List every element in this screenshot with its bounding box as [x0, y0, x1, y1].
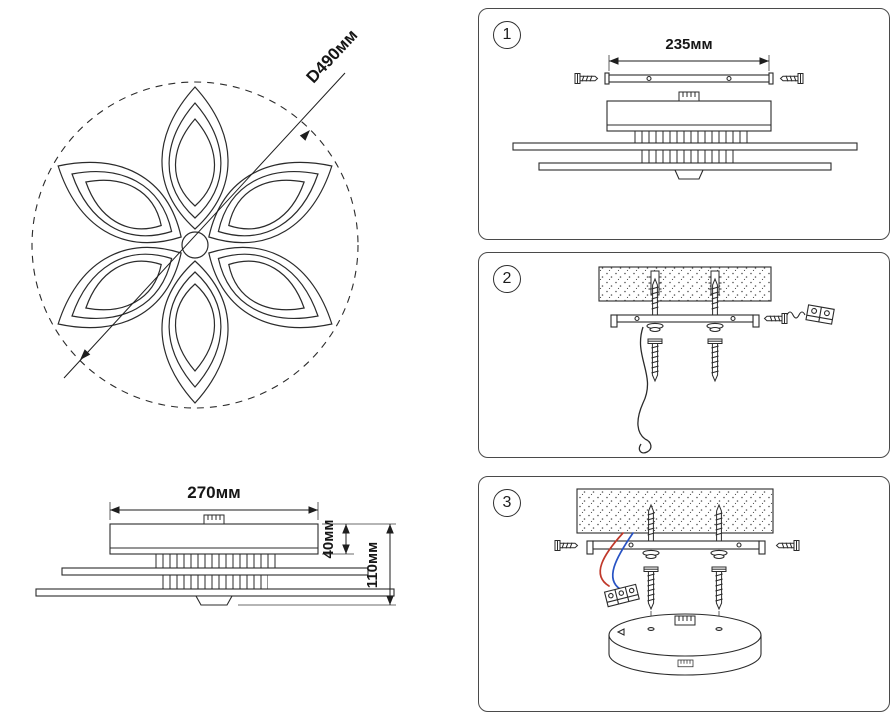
- canopy-height-label: 40мм: [320, 520, 337, 559]
- keyhole: [628, 542, 634, 548]
- step-1-panel: 1 235мм: [478, 8, 890, 240]
- fixing-screw-left: [574, 73, 598, 84]
- clip-mark: [616, 628, 625, 636]
- side-screw: [764, 313, 788, 324]
- width-dimension-label: 270мм: [187, 483, 241, 502]
- mounting-bracket: [616, 314, 754, 323]
- led-plate-lower: [538, 162, 832, 171]
- keyhole: [726, 75, 732, 82]
- ribs-upper: [150, 554, 280, 568]
- ceiling-screw: [715, 504, 723, 542]
- bracket-ear: [758, 540, 766, 555]
- wire-connector: [805, 304, 835, 325]
- keyhole: [634, 315, 640, 322]
- washers: [646, 322, 724, 333]
- total-height-label: 110мм: [364, 542, 381, 588]
- mount-foot: [674, 169, 704, 180]
- bracket-ear: [610, 314, 618, 328]
- hanging-screw: [711, 566, 727, 610]
- mounting-bracket: [592, 540, 760, 550]
- screw-hole: [647, 627, 655, 631]
- bar-end-tab: [768, 72, 774, 85]
- step-2-badge: 2: [493, 265, 521, 293]
- terminal-connector-icon: [674, 615, 696, 626]
- terminal-connector-icon: [203, 514, 225, 525]
- ceiling-screw: [651, 278, 659, 316]
- canopy-height-dimension: 40мм: [320, 520, 396, 559]
- twisted-wire: [786, 311, 806, 319]
- center-hub: [181, 231, 209, 259]
- flower-petals: [41, 86, 349, 404]
- diameter-label: D490мм: [303, 26, 362, 87]
- screw-hole: [715, 627, 723, 631]
- led-plate-lower: [35, 588, 395, 597]
- ceiling-screw: [647, 504, 655, 542]
- step-3-drawing: [554, 488, 800, 676]
- terminal-block: [603, 583, 640, 608]
- step-3-number: 3: [502, 494, 512, 511]
- canopy-base: [608, 613, 762, 676]
- canopy-housing: [606, 100, 772, 132]
- keyhole: [730, 315, 736, 322]
- step-3-badge: 3: [493, 489, 521, 517]
- ribs-lower: [639, 150, 739, 163]
- step-1-badge: 1: [493, 21, 521, 49]
- bar-end-tab: [604, 72, 610, 85]
- step-2-number: 2: [502, 270, 512, 287]
- side-screw-right: [776, 540, 800, 551]
- wire-blue: [611, 532, 634, 590]
- keyhole: [736, 542, 742, 548]
- power-wire: [637, 326, 652, 454]
- fixing-screw-right: [780, 73, 804, 84]
- boundary-circle: [31, 81, 359, 409]
- arrow-icon: [299, 130, 310, 141]
- step-2-panel: 2: [478, 252, 890, 458]
- ribs-lower: [162, 575, 268, 589]
- hanging-screw: [643, 566, 659, 610]
- bar-width-label: 235мм: [665, 36, 712, 53]
- bar-width-dimension: 235мм: [608, 36, 770, 71]
- total-height-dimension: 110мм: [238, 524, 396, 606]
- wire-red: [599, 532, 624, 587]
- keyhole: [646, 75, 652, 82]
- led-plate-upper: [61, 567, 369, 576]
- ceiling-screw: [711, 278, 719, 316]
- led-plate-upper: [512, 142, 858, 151]
- bracket-ear: [752, 314, 760, 328]
- side-view-drawing: 270мм 40мм 110мм: [35, 483, 396, 606]
- step-3-panel: 3: [478, 476, 890, 712]
- side-screw-left: [554, 540, 578, 551]
- top-view-drawing: D490мм: [31, 26, 362, 409]
- step-2-drawing: [598, 266, 835, 454]
- arrow-icon: [80, 349, 91, 360]
- mount-foot: [195, 595, 233, 606]
- ceiling-slab: [576, 488, 774, 534]
- mounting-bar: [608, 74, 770, 83]
- step-1-number: 1: [502, 26, 512, 43]
- width-dimension: 270мм: [109, 483, 319, 520]
- bracket-ear: [586, 540, 594, 555]
- hanging-screw: [647, 338, 663, 382]
- washers: [642, 549, 728, 560]
- hanging-screw: [707, 338, 723, 382]
- ceiling-slab: [598, 266, 772, 302]
- canopy-housing: [109, 523, 319, 555]
- terminal-connector-icon: [677, 659, 694, 668]
- step-1-drawing: 235мм: [512, 36, 858, 180]
- ribs-upper: [629, 131, 749, 143]
- terminal-connector-icon: [678, 91, 700, 102]
